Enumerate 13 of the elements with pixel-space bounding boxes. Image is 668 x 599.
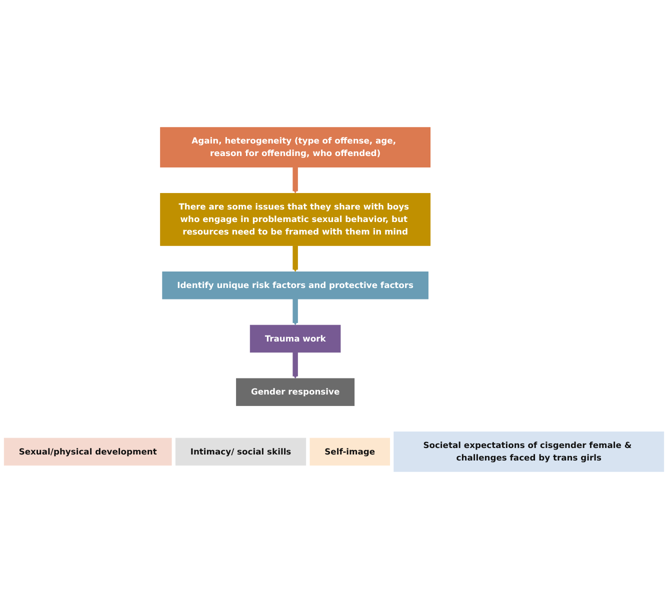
arrow (292, 298, 298, 326)
node-box: Societal expectations of cisgender female & challenges faced by trans girls (394, 432, 664, 472)
node-box: There are some issues that they share with boys who engage in problematic sexual behavior, but resources need to be framed with them in mind (160, 193, 431, 246)
node-box: Trauma work (250, 324, 341, 353)
arrow (292, 245, 298, 272)
node-box: Again, heterogeneity (type of offense, age, reason for offending, who offended) (160, 127, 431, 168)
node-box: Sexual/physical development (4, 438, 172, 466)
arrow (292, 166, 298, 194)
arrow (292, 352, 298, 379)
node-box: Gender responsive (236, 378, 355, 406)
node-box: Identify unique risk factors and protective factors (162, 272, 428, 300)
node-box: Intimacy/ social skills (175, 438, 306, 466)
node-box: Self-image (310, 438, 390, 466)
